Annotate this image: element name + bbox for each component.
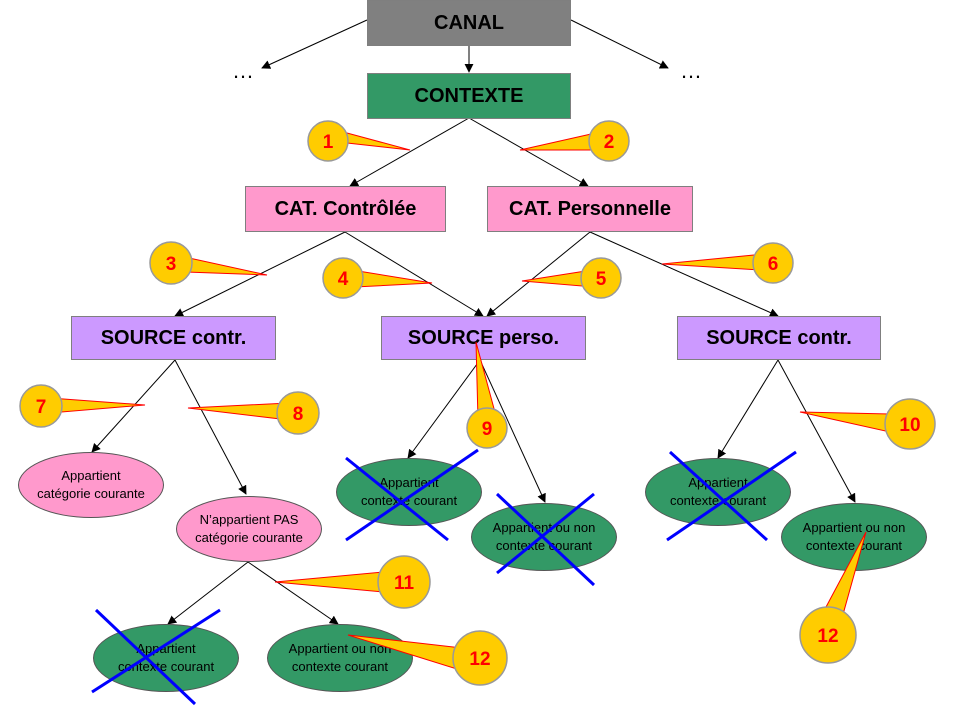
callout-6: 6 bbox=[661, 242, 794, 284]
callout-10: 10 bbox=[799, 398, 936, 450]
callout-number: 5 bbox=[596, 269, 607, 290]
arrow-source-perso-to-appartient bbox=[407, 359, 481, 459]
callout-9: 9 bbox=[466, 341, 508, 449]
ellipse-nappartient-pas: N’appartient PAS catégorie courante bbox=[176, 496, 322, 562]
callout-badge bbox=[276, 391, 320, 435]
ellipse-line2: contexte courant bbox=[495, 538, 593, 553]
arrow-contexte-to-cat-personnelle bbox=[468, 117, 589, 187]
callout-pointer bbox=[519, 131, 601, 151]
ellipse-line1: Appartient ou non bbox=[492, 520, 596, 535]
arrow-source-right-to-ou-non bbox=[777, 359, 856, 503]
cross-mark-icon bbox=[345, 448, 479, 542]
ellipse-line2: contexte courant bbox=[291, 659, 389, 674]
callout-2: 2 bbox=[519, 120, 630, 162]
callout-pointer bbox=[179, 255, 268, 276]
callout-pointer bbox=[661, 253, 765, 271]
ellipse-line1: Appartient bbox=[61, 468, 121, 483]
cat-controlee-node: CAT. Contrôlée bbox=[245, 186, 446, 232]
callout-badge bbox=[580, 257, 622, 299]
ellipse-right-appartient-contexte: Appartient contexte courant bbox=[645, 458, 791, 526]
callout-8: 8 bbox=[187, 391, 320, 435]
ellipse-bottom-ou-non: Appartient ou non contexte courant bbox=[267, 624, 413, 692]
callout-pointer bbox=[799, 411, 893, 433]
arrow-contexte-to-cat-controlee bbox=[349, 117, 470, 187]
callout-7: 7 bbox=[19, 384, 146, 428]
ellipse-line2: contexte courant bbox=[805, 538, 903, 553]
ellipse-line2: contexte courant bbox=[117, 659, 215, 674]
source-contr-left-node: SOURCE contr. bbox=[71, 316, 276, 360]
callout-number: 4 bbox=[338, 269, 349, 290]
callout-pointer bbox=[49, 397, 146, 414]
arrow-source-left-to-nappartient bbox=[174, 359, 247, 495]
callout-number: 2 bbox=[604, 132, 615, 153]
cross-mark-icon bbox=[495, 492, 596, 587]
callout-number: 8 bbox=[293, 404, 304, 425]
callout-number: 6 bbox=[768, 254, 779, 275]
cross-marks bbox=[91, 448, 797, 706]
arrow-cat-controlee-to-source-perso bbox=[344, 231, 484, 317]
callout-pointer bbox=[351, 269, 433, 288]
callout-badge bbox=[322, 257, 364, 299]
callout-3: 3 bbox=[149, 241, 268, 285]
callout-pointer bbox=[347, 634, 463, 671]
canal-node: CANAL bbox=[367, 0, 571, 46]
arrow-canal-to-right-ellipsis bbox=[570, 19, 669, 69]
callout-number: 12 bbox=[817, 626, 838, 647]
arrow-source-perso-to-ou-non bbox=[479, 359, 546, 503]
ellipse-line1: Appartient ou non bbox=[802, 520, 906, 535]
ellipsis-right: … bbox=[680, 58, 702, 83]
callout-5: 5 bbox=[521, 257, 622, 299]
callout-12-bottom: 12 bbox=[347, 630, 508, 686]
ellipse-line1: N’appartient PAS bbox=[199, 512, 299, 527]
arrow-cat-personnelle-to-source-perso bbox=[486, 231, 591, 317]
ellipse-line1: Appartient bbox=[688, 475, 748, 490]
ellipse-line1: Appartient ou non bbox=[288, 641, 392, 656]
cross-mark-icon bbox=[666, 450, 797, 542]
callout-badge bbox=[307, 120, 349, 162]
callout-11: 11 bbox=[274, 555, 431, 609]
ellipse-line2: contexte courant bbox=[669, 493, 767, 508]
ellipse-line2: catégorie courante bbox=[37, 486, 145, 501]
callout-number: 10 bbox=[899, 415, 920, 436]
callout-badge bbox=[799, 606, 857, 664]
callout-pointer bbox=[274, 571, 385, 593]
callout-number: 7 bbox=[36, 397, 47, 418]
callout-badge bbox=[149, 241, 193, 285]
callout-number: 1 bbox=[323, 132, 334, 153]
callout-number: 9 bbox=[482, 419, 493, 440]
arrow-canal-to-left-ellipsis bbox=[261, 19, 368, 69]
callout-4: 4 bbox=[322, 257, 433, 299]
ellipse-line2: catégorie courante bbox=[195, 530, 303, 545]
ellipse-line2: contexte courant bbox=[360, 493, 458, 508]
callout-badge bbox=[377, 555, 431, 609]
arrow-cat-personnelle-to-source-contr-right bbox=[589, 231, 779, 317]
callout-badge bbox=[752, 242, 794, 284]
callout-pointer bbox=[187, 402, 290, 421]
callout-badge bbox=[19, 384, 63, 428]
ellipse-bottom-appartient-contexte: Appartient contexte courant bbox=[93, 624, 239, 692]
cat-personnelle-node: CAT. Personnelle bbox=[487, 186, 693, 232]
source-perso-node: SOURCE perso. bbox=[381, 316, 586, 360]
arrow-nappartient-to-ou-non bbox=[247, 561, 339, 625]
contexte-node: CONTEXTE bbox=[367, 73, 571, 119]
arrow-nappartient-to-appartient bbox=[167, 561, 249, 625]
callout-badge bbox=[466, 407, 508, 449]
ellipse-appartient-categorie: Appartient catégorie courante bbox=[18, 452, 164, 518]
callout-number: 11 bbox=[394, 573, 415, 594]
callout-12-right: 12 bbox=[799, 531, 867, 664]
callout-number: 3 bbox=[166, 254, 177, 275]
callout-badge bbox=[452, 630, 508, 686]
callout-badge bbox=[884, 398, 936, 450]
cross-mark-icon bbox=[91, 608, 221, 706]
ellipsis-left: … bbox=[232, 58, 254, 83]
callout-1: 1 bbox=[307, 120, 411, 162]
callout-number: 12 bbox=[469, 649, 490, 670]
ellipse-line1: Appartient bbox=[136, 641, 196, 656]
arrow-source-right-to-appartient bbox=[717, 359, 779, 459]
source-contr-right-node: SOURCE contr. bbox=[677, 316, 881, 360]
callout-badge bbox=[588, 120, 630, 162]
